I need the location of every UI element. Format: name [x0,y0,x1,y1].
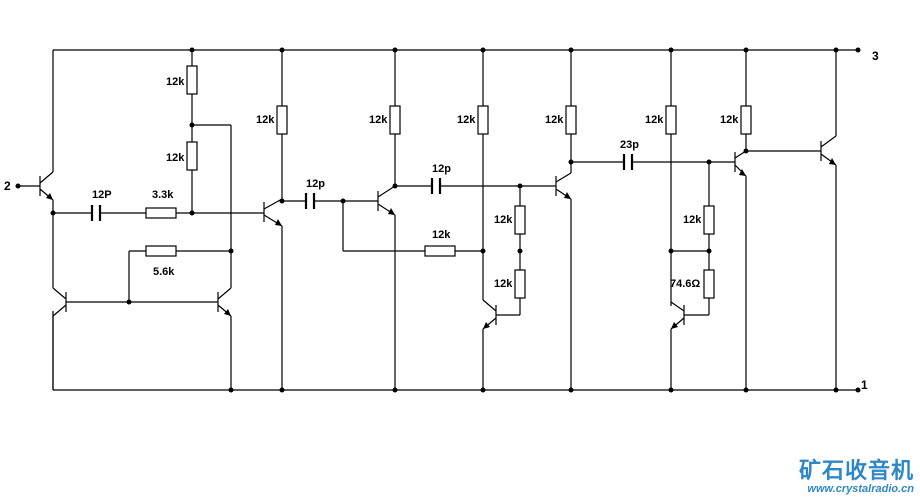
output-transistor [820,50,837,390]
label-c-couple3: 12p [432,163,451,175]
stage-3: 12k 12p 12k [342,50,556,390]
supply-rail [52,49,858,172]
terminal-3-label: 3 [872,49,879,63]
label-r-bias4a: 12k [494,214,513,226]
junctions [50,47,839,393]
feedback-5k6: 5.6k [128,245,231,302]
watermark-url: www.crystalradio.cn [807,483,914,495]
label-c-couple2: 12p [306,178,325,190]
terminal-1-label: 1 [861,378,868,392]
label-r-load6: 12k [645,114,664,126]
transistor-q1 [39,171,54,213]
divider-network: 12k 12k [166,50,232,288]
stage-5: 12k 23p [545,50,735,390]
label-r-div-bot: 12k [166,152,185,164]
terminal-3[interactable]: 3 [855,47,880,64]
label-r-bias4b: 12k [494,278,513,290]
ground-rail [52,311,858,391]
input-branch: 12P 3.3k [53,189,264,221]
label-r-load3: 12k [369,114,388,126]
transistor-q2b [66,287,232,390]
stage-2: 12k 12p [256,50,378,390]
label-c-couple5: 23p [620,139,639,151]
stage-4: 12k 12k 12k [457,50,526,390]
stage-7: 12k [720,50,821,390]
label-r-load7: 12k [720,114,739,126]
stage-6: 12k 12k 74.6Ω [645,50,715,390]
label-r-bias6a: 12k [683,214,702,226]
label-r-series: 3.3k [152,189,174,201]
watermark-title: 矿石收音机 [798,458,914,483]
terminal-2[interactable]: 2 [4,179,40,193]
transistor-q2a [52,213,67,390]
terminal-1[interactable]: 1 [855,378,869,393]
label-r-bias6b: 74.6Ω [670,278,700,290]
label-r-fb3: 12k [432,229,451,241]
label-r-div-top: 12k [166,76,185,88]
label-r-load4: 12k [457,114,476,126]
label-r-load5: 12k [545,114,564,126]
label-r-load2: 12k [256,114,275,126]
site-watermark: 矿石收音机 www.crystalradio.cn [799,459,914,496]
label-c-in: 12P [92,189,112,201]
label-r-fb: 5.6k [153,266,175,278]
terminal-2-label: 2 [4,179,11,193]
